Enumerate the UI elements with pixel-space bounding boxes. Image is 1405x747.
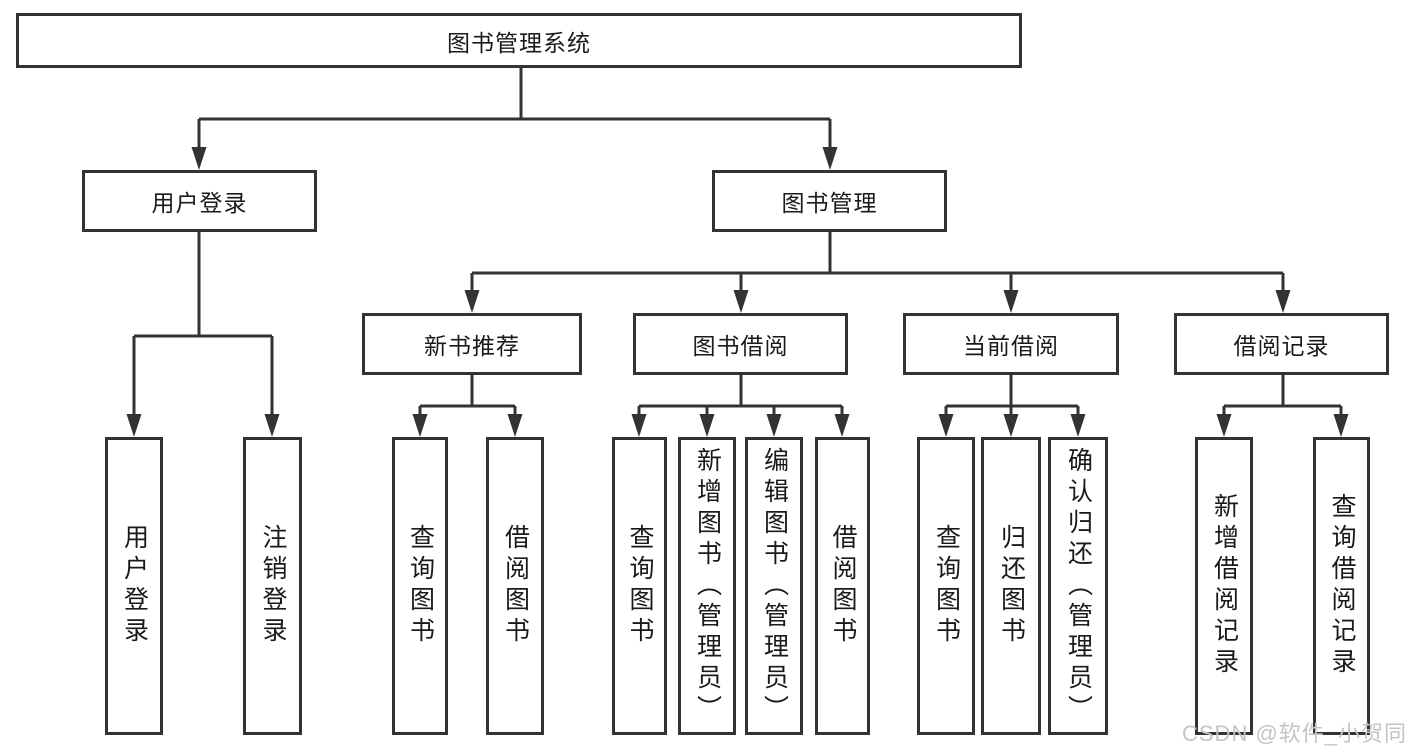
arrow-down-icon [834, 414, 850, 437]
leaf-query-borrow-record: 查询借阅记录 [1313, 437, 1370, 735]
arrow-down-icon [191, 147, 207, 170]
node-current-borrowing: 当前借阅 [903, 313, 1119, 375]
node-book-management: 图书管理 [712, 170, 947, 232]
arrow-down-icon [1216, 414, 1232, 437]
node-label: 查询图书 [626, 524, 654, 648]
node-label: 图书管理系统 [447, 29, 591, 56]
arrow-down-icon [412, 414, 428, 437]
node-label: 用户登录 [151, 190, 248, 216]
connector-root-to-level2 [197, 68, 832, 150]
node-label: 查询借阅记录 [1328, 493, 1356, 679]
leaf-logout: 注销登录 [243, 437, 302, 735]
arrow-down-icon [766, 414, 782, 437]
leaf-confirm-return-admin: 确认归还（管理员） [1048, 437, 1108, 735]
node-label: 借阅图书 [829, 524, 857, 648]
arrow-down-icon [126, 414, 142, 437]
node-borrowing-records: 借阅记录 [1174, 313, 1389, 375]
node-label: 查询图书 [932, 524, 961, 648]
arrow-down-icon [822, 147, 838, 170]
csdn-watermark: CSDN @软件_小贺同学 [1182, 721, 1405, 746]
node-label: 新增图书（管理员） [693, 446, 722, 726]
node-label: 图书管理 [781, 190, 878, 216]
leaf-return-book: 归还图书 [981, 437, 1041, 735]
node-label: 新书推荐 [424, 333, 520, 359]
connector-bookmgmt-to-level3 [470, 232, 1285, 293]
connector-borrowrecord-to-leaves [1222, 375, 1343, 417]
connector-userlogin-to-leaves [132, 232, 274, 417]
leaf-borrow-book-rec: 借阅图书 [486, 437, 544, 735]
arrow-down-icon [1003, 290, 1019, 313]
node-label: 图书借阅 [692, 333, 789, 359]
arrowheads [126, 147, 1349, 437]
arrow-down-icon [733, 290, 749, 313]
arrow-down-icon [1003, 414, 1019, 437]
arrow-down-icon [1333, 414, 1349, 437]
arrow-down-icon [938, 414, 954, 437]
connector-bookborrow-to-leaves [637, 375, 844, 417]
node-label: 新增借阅记录 [1210, 493, 1239, 679]
node-label: 当前借阅 [963, 333, 1059, 359]
leaf-query-book-current: 查询图书 [917, 437, 975, 735]
leaf-edit-book-admin: 编辑图书（管理员） [745, 437, 803, 735]
leaf-add-book-admin: 新增图书（管理员） [678, 437, 736, 735]
connector-newbookrec-to-leaves [418, 375, 517, 417]
node-label: 归还图书 [997, 524, 1026, 648]
node-new-book-recommendation: 新书推荐 [362, 313, 582, 375]
arrow-down-icon [264, 414, 280, 437]
leaf-borrow-book: 借阅图书 [815, 437, 870, 735]
node-label: 编辑图书（管理员） [760, 446, 789, 726]
node-user-login: 用户登录 [82, 170, 317, 232]
node-label: 借阅记录 [1233, 333, 1330, 359]
arrow-down-icon [464, 290, 480, 313]
leaf-user-login: 用户登录 [105, 437, 163, 735]
node-label: 用户登录 [120, 524, 149, 648]
leaf-query-book-borrow: 查询图书 [612, 437, 667, 735]
arrow-down-icon [1070, 414, 1086, 437]
connector-currentborrow-to-leaves [944, 375, 1080, 417]
node-label: 注销登录 [259, 524, 287, 648]
arrow-down-icon [631, 414, 647, 437]
arrow-down-icon [1275, 290, 1291, 313]
node-label: 查询图书 [406, 524, 435, 648]
arrow-down-icon [699, 414, 715, 437]
node-root-system: 图书管理系统 [16, 13, 1022, 68]
leaf-add-borrow-record: 新增借阅记录 [1195, 437, 1253, 735]
arrow-down-icon [507, 414, 523, 437]
node-label: 借阅图书 [501, 524, 530, 648]
node-label: 确认归还（管理员） [1064, 446, 1093, 726]
leaf-query-book-rec: 查询图书 [392, 437, 448, 735]
node-book-borrowing: 图书借阅 [633, 313, 848, 375]
